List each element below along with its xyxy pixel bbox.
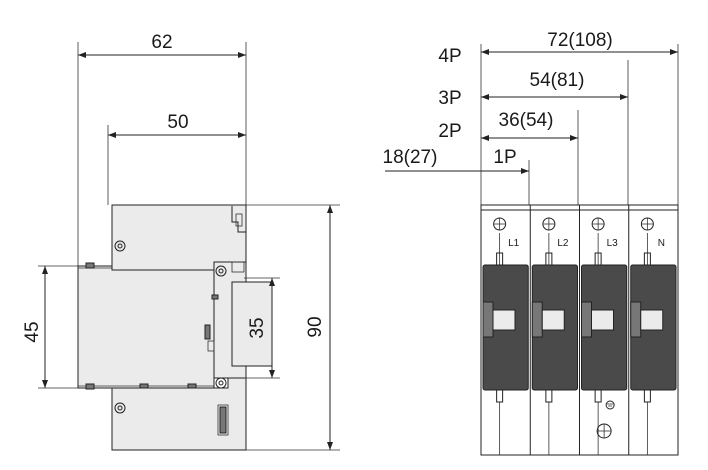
front-view: 4P 3P 2P 1P 72(108) 54(81) 36(54) 18(27)…	[383, 30, 679, 456]
latch-slot-top	[235, 213, 243, 227]
latch-notch-top	[231, 206, 246, 233]
dim-label-90: 90	[305, 316, 326, 337]
ground-symbol-icon	[605, 400, 615, 410]
dim-label-4p: 72(108)	[547, 30, 613, 51]
pole-label-3p: 3P	[438, 88, 461, 109]
dim-label-45: 45	[22, 321, 43, 342]
module-window	[492, 309, 516, 331]
screw-icon-core	[117, 243, 123, 249]
rail-clip	[85, 262, 95, 269]
module-latch	[482, 301, 494, 338]
housing-top	[111, 204, 247, 271]
side-view: 62 50	[22, 32, 340, 451]
dim-label-35: 35	[247, 317, 268, 338]
screw-icon-core	[218, 380, 224, 386]
rail-clip	[139, 383, 149, 389]
indicator-window	[207, 340, 215, 352]
terminal-label: L1	[508, 238, 520, 249]
screw-icon	[114, 240, 126, 252]
indicator-dot	[211, 294, 219, 300]
front-extension	[231, 281, 273, 367]
din-rail-plate	[77, 265, 215, 389]
dim-label-50: 50	[167, 112, 188, 133]
screw-icon	[215, 377, 227, 389]
dim-label-3p: 54(81)	[530, 70, 585, 91]
module-window	[591, 309, 614, 331]
terminal-label: N	[658, 238, 665, 249]
screw-icon-core	[117, 405, 123, 411]
bottom-terminal-window	[217, 404, 229, 436]
screw-icon	[215, 265, 227, 277]
module-window	[541, 309, 565, 331]
screw-icon-core	[218, 268, 224, 274]
module-window	[640, 309, 664, 331]
pole-label-2p: 2P	[438, 121, 461, 142]
screw-icon	[114, 402, 126, 414]
rail-clip	[85, 383, 95, 390]
terminal-label: L2	[557, 238, 569, 249]
terminal-clamp	[496, 389, 504, 403]
pole-label-4p: 4P	[438, 46, 461, 67]
module-latch	[630, 301, 642, 338]
module-group: L1 L2 L3 N	[482, 205, 677, 455]
dim-label-1p: 18(27)	[383, 147, 438, 168]
dim-label-2p: 36(54)	[499, 110, 554, 131]
terminal-clamp	[594, 389, 602, 403]
bottom-terminal	[219, 406, 227, 434]
latch-step	[231, 261, 245, 273]
terminal-clamp	[643, 389, 651, 403]
indicator-slot	[204, 324, 211, 340]
terminal-label: L3	[607, 238, 619, 249]
module-latch	[531, 301, 543, 338]
pole-label-1p: 1P	[493, 147, 516, 168]
module-latch	[581, 301, 592, 338]
dim-label-62: 62	[151, 32, 172, 53]
terminal-clamp	[545, 389, 553, 403]
rail-clip	[187, 383, 197, 389]
